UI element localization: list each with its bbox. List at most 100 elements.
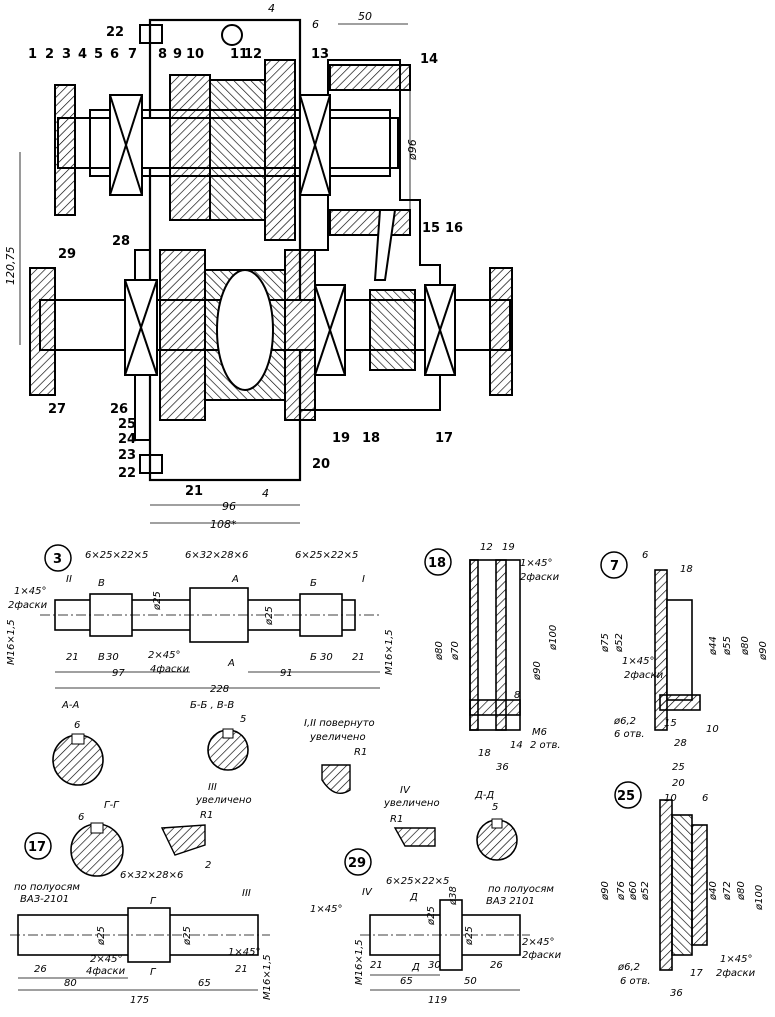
p25-chamfer: 1×45° bbox=[720, 954, 752, 965]
p25-chamfer-b: 2фаски bbox=[716, 968, 756, 979]
p7-dia-44: ø44 bbox=[708, 636, 719, 656]
label-17: 17 bbox=[435, 431, 453, 446]
p29-len-50: 50 bbox=[464, 976, 477, 987]
p18-m6: M6 bbox=[532, 727, 547, 738]
detail-i-ii-b: увеличено bbox=[309, 732, 366, 743]
label-12: 12 bbox=[244, 47, 262, 62]
p7-hole-dia: ø6,2 bbox=[613, 716, 636, 727]
detail-r1c: R1 bbox=[390, 814, 403, 825]
p29-len-26: 26 bbox=[490, 960, 503, 971]
part-7-drawing: 7 6 18 ø75 ø52 ø44 ø55 ø80 ø90 1×45° 2фа… bbox=[600, 550, 769, 749]
p3-spline-right: 6×25×22×5 bbox=[295, 550, 358, 561]
p7-dim-18: 18 bbox=[680, 564, 693, 575]
p3-dia-1: ø25 bbox=[152, 591, 163, 611]
p3-marker-b1: Б bbox=[310, 578, 317, 589]
label-16: 16 bbox=[445, 221, 463, 236]
detail-r1: R1 bbox=[354, 747, 367, 758]
p18-dia-90: ø90 bbox=[532, 661, 543, 681]
label-11: 11 bbox=[230, 47, 248, 62]
label-10: 10 bbox=[186, 47, 204, 62]
label-8: 8 bbox=[158, 47, 167, 62]
label-6: 6 bbox=[110, 47, 119, 62]
p3-marker-v2: В bbox=[98, 652, 105, 663]
dim-108: 108* bbox=[210, 518, 237, 531]
p25-dia-72: ø72 bbox=[722, 881, 733, 901]
p3-len-30a: 30 bbox=[106, 652, 119, 663]
p18-dia-100: ø100 bbox=[548, 625, 559, 651]
p17-note-3: 2×45° bbox=[90, 954, 122, 965]
p17-note-2: ВАЗ-2101 bbox=[20, 894, 69, 905]
p18-dim-14: 14 bbox=[510, 740, 523, 751]
section-views: А-А 6 Б-Б , В-В 5 I,II повернуто увеличе… bbox=[52, 700, 518, 877]
label-29: 29 bbox=[58, 247, 76, 262]
detail-two: 2 bbox=[205, 860, 211, 871]
sec-aa-title: А-А bbox=[61, 700, 79, 711]
assembly-dim-lines bbox=[19, 23, 411, 524]
p7-dia-75: ø75 bbox=[600, 633, 611, 653]
p17-dia-2: ø25 bbox=[182, 926, 193, 946]
p17-len-21: 21 bbox=[235, 964, 248, 975]
part-29-number: 29 bbox=[348, 856, 366, 871]
label-7: 7 bbox=[128, 47, 137, 62]
p18-holes: 2 отв. bbox=[530, 740, 561, 751]
p25-dim-10: 10 bbox=[664, 793, 677, 804]
label-18: 18 bbox=[362, 431, 380, 446]
p3-len-91: 91 bbox=[280, 668, 293, 679]
label-22b: 22 bbox=[118, 466, 136, 481]
p29-len-119: 119 bbox=[428, 995, 447, 1006]
p3-marker-a1: А bbox=[231, 574, 239, 585]
p29-thread: M16×1,5 bbox=[354, 939, 365, 985]
p25-dia-52: ø52 bbox=[640, 881, 651, 901]
label-24: 24 bbox=[118, 432, 136, 447]
p7-dim-15: 15 bbox=[664, 718, 677, 729]
part-18-number: 18 bbox=[428, 556, 446, 571]
sec-gg-dim: 6 bbox=[78, 812, 84, 823]
p25-dia-80: ø80 bbox=[736, 881, 747, 901]
p25-dim-20: 20 bbox=[672, 778, 685, 789]
p25-dia-90: ø90 bbox=[600, 881, 611, 901]
p18-dim-19: 19 bbox=[502, 542, 515, 553]
part-25-drawing: 25 25 20 10 6 ø90 ø76 ø60 ø52 ø40 ø72 ø8… bbox=[600, 762, 765, 999]
sec-dd-dim: 5 bbox=[492, 802, 498, 813]
label-9: 9 bbox=[173, 47, 182, 62]
part-25-number: 25 bbox=[617, 789, 635, 804]
p7-dia-80: ø80 bbox=[740, 636, 751, 656]
p17-dia-1: ø25 bbox=[96, 926, 107, 946]
p17-note-4: 4фаски bbox=[86, 966, 126, 977]
p25-dia-40: ø40 bbox=[708, 881, 719, 901]
p29-note-2: ВАЗ 2101 bbox=[486, 896, 535, 907]
p29-marker-d2: Д bbox=[411, 962, 420, 973]
p25-dia-76: ø76 bbox=[616, 881, 627, 901]
p29-note-1: по полуосям bbox=[488, 884, 554, 895]
p17-len-65: 65 bbox=[198, 978, 211, 989]
p3-len-30b: 30 bbox=[320, 652, 333, 663]
label-23: 23 bbox=[118, 448, 136, 463]
p29-dia-3: ø25 bbox=[464, 926, 475, 946]
dim-120-75: 120,75 bbox=[4, 247, 17, 286]
p29-marker-iv: IV bbox=[362, 887, 373, 898]
part-3-drawing: 3 6×25×22×5 6×32×28×6 6×25×22×5 1×45° 2ф… bbox=[6, 544, 395, 695]
part-3-number: 3 bbox=[53, 552, 62, 567]
p3-marker-v1: В bbox=[98, 578, 105, 589]
p25-dim-17: 17 bbox=[690, 968, 703, 979]
label-2: 2 bbox=[45, 47, 54, 62]
part-17-number: 17 bbox=[28, 840, 46, 855]
dim-4-top: 4 bbox=[268, 2, 275, 15]
p3-thread-left: M16×1,5 bbox=[6, 619, 17, 665]
p7-dia-90: ø90 bbox=[758, 641, 769, 661]
p18-dia-70: ø70 bbox=[450, 641, 461, 661]
p25-dim-25: 25 bbox=[672, 762, 685, 773]
p17-thread: M16×1,5 bbox=[262, 954, 273, 1000]
dim-96-dia: ø96 bbox=[406, 139, 419, 161]
p3-marker-ii: II bbox=[66, 574, 72, 585]
p17-marker-g1: Г bbox=[150, 896, 157, 907]
label-26: 26 bbox=[110, 402, 128, 417]
sec-bb-dim: 5 bbox=[240, 714, 246, 725]
p7-dim-6: 6 bbox=[642, 550, 648, 561]
label-20: 20 bbox=[312, 457, 330, 472]
p18-chamfer: 1×45° bbox=[520, 558, 552, 569]
p3-chamfer-2: 2фаски bbox=[8, 600, 48, 611]
sec-aa-dim: 6 bbox=[74, 720, 80, 731]
part-18-drawing: 18 12 19 1×45° 2фаски ø80 ø70 ø100 ø90 8… bbox=[424, 542, 561, 773]
